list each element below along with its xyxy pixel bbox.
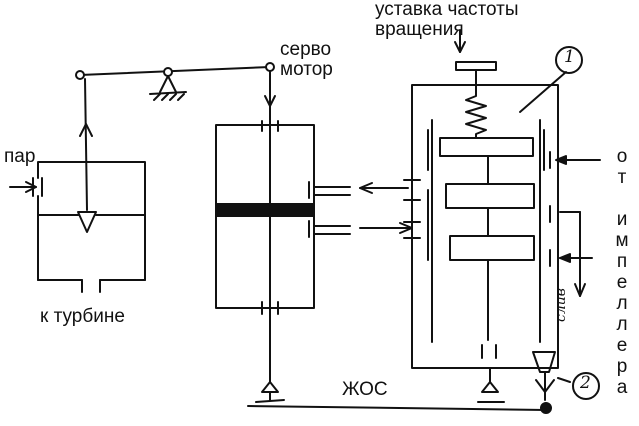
- vertical-char: о: [616, 146, 628, 167]
- steam-label: пар: [4, 146, 36, 167]
- vertical-char: и: [616, 209, 628, 230]
- vertical-char: м: [615, 230, 629, 251]
- feedback-label: ЖОС: [342, 379, 388, 400]
- to-turbine-label: к турбине: [40, 306, 125, 327]
- callout-1-label: 1: [564, 47, 575, 67]
- impeller-feed-arrows: [555, 155, 601, 297]
- oil-flow-arrows: [359, 182, 413, 234]
- servo-motor-label: серво мотор: [280, 39, 333, 80]
- vertical-char: е: [616, 272, 628, 293]
- callout-leaders: [519, 46, 600, 400]
- vertical-char: [612, 188, 632, 209]
- drain-outlet: [532, 351, 556, 414]
- from-impeller-label: о т и м п е л л е р а: [612, 146, 632, 398]
- vertical-char: р: [616, 356, 628, 377]
- vertical-char: л: [616, 314, 628, 335]
- vertical-char: п: [616, 251, 628, 272]
- vertical-char: л: [616, 293, 628, 314]
- steam-valve: [9, 78, 146, 293]
- top-lever-linkage: [75, 62, 275, 80]
- vertical-char: т: [617, 167, 627, 188]
- feedback-linkage: [247, 405, 547, 411]
- fixed-pivot-support: [149, 75, 187, 101]
- pilot-valve-housing: [403, 29, 559, 403]
- servo-motor: [215, 70, 351, 403]
- drain-label: слив: [553, 288, 569, 322]
- callout-2-label: 2: [580, 373, 591, 393]
- vertical-char: е: [616, 335, 628, 356]
- speed-setpoint-label: уставка частоты вращения: [375, 0, 519, 40]
- vertical-char: а: [616, 377, 628, 398]
